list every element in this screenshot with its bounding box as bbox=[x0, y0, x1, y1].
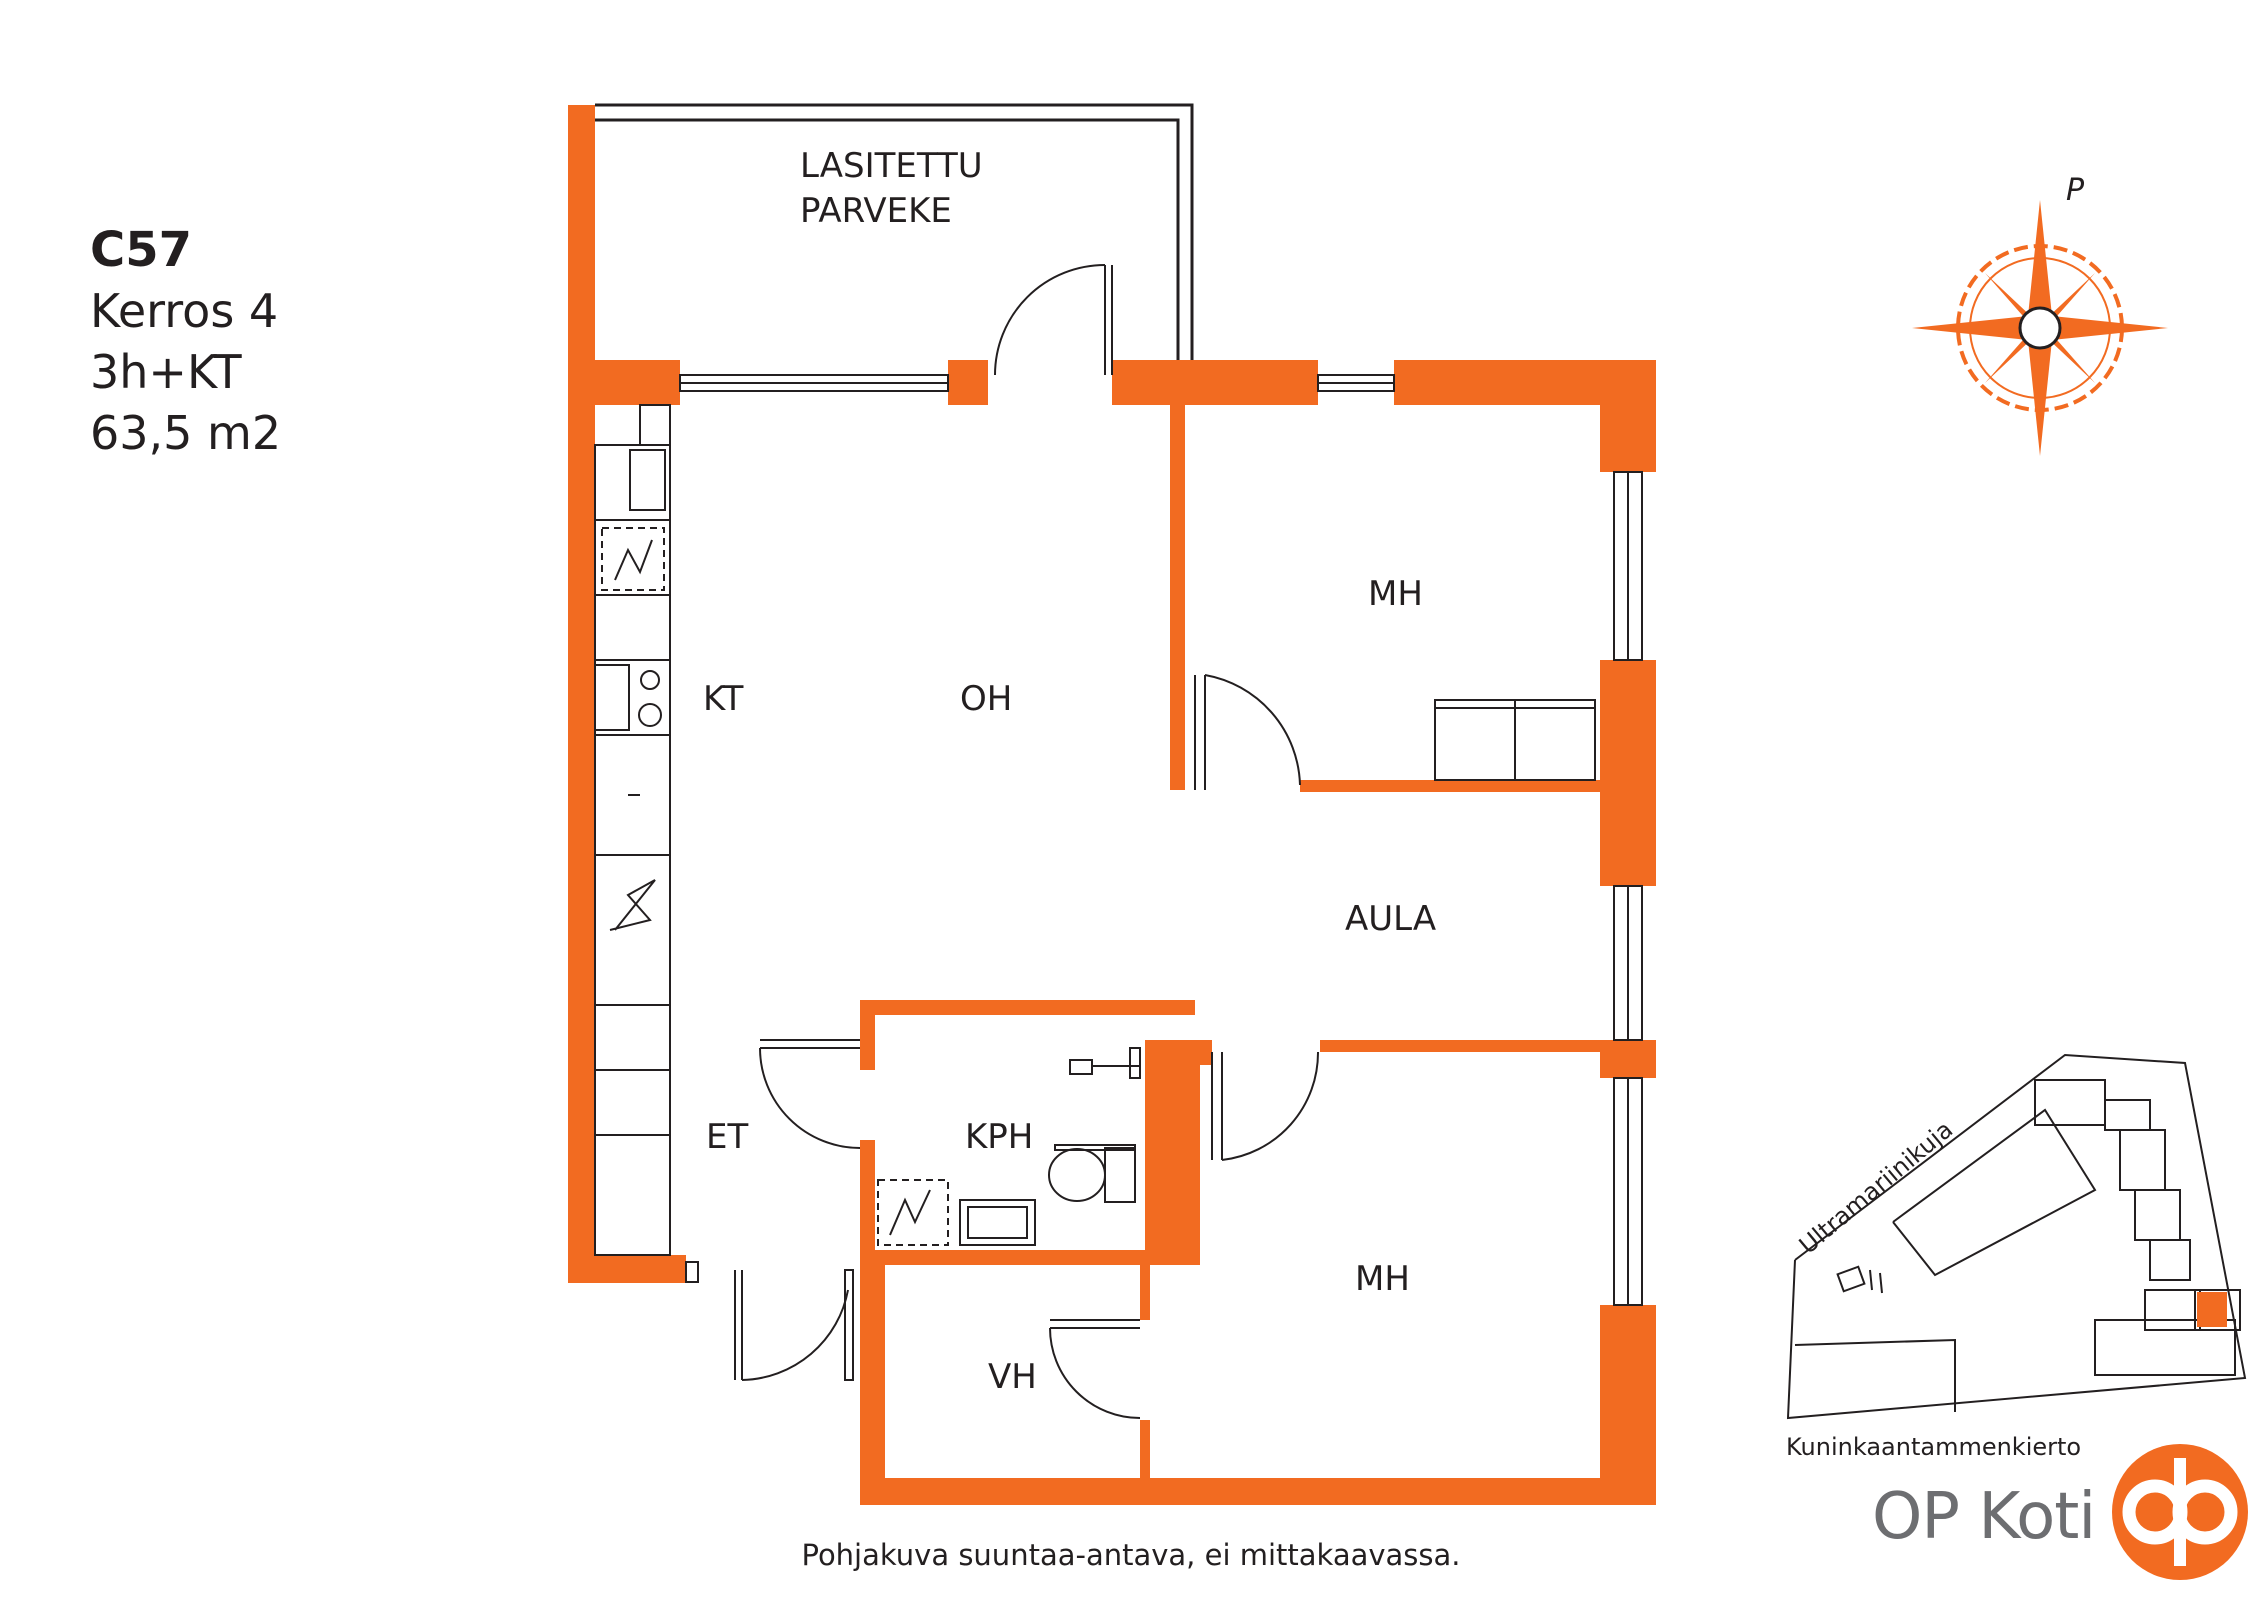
street-label-ultramariinikuja: Ultramariinikuja bbox=[1794, 1115, 1958, 1259]
bathroom-label: KPH bbox=[965, 1117, 1033, 1157]
bedroom-bottom-label: MH bbox=[1355, 1259, 1410, 1299]
bathroom-fixtures bbox=[877, 1047, 1141, 1246]
living-room-label: OH bbox=[960, 679, 1012, 719]
hall-label: AULA bbox=[1345, 899, 1436, 939]
op-logo-icon bbox=[2112, 1444, 2248, 1580]
bedroom-top-label: MH bbox=[1368, 574, 1423, 614]
entry-label: ET bbox=[706, 1117, 748, 1157]
street-label-kuninkaantammenkierto: Kuninkaantammenkierto bbox=[1786, 1433, 2081, 1461]
floor-label: Kerros 4 bbox=[90, 284, 279, 338]
disclaimer-text: Pohjakuva suuntaa-antava, ei mittakaavas… bbox=[801, 1538, 1461, 1572]
windows bbox=[679, 374, 1643, 1306]
kitchen-counter bbox=[594, 404, 671, 1256]
walls bbox=[568, 105, 1656, 1505]
kitchen-label: KT bbox=[703, 679, 744, 719]
brand-name: OP Koti bbox=[1872, 1480, 2096, 1554]
balcony-label-line2: PARVEKE bbox=[800, 191, 952, 231]
compass-icon bbox=[1912, 200, 2168, 456]
doors bbox=[685, 264, 1320, 1419]
balcony bbox=[595, 103, 1194, 360]
apartment-type: 3h+KT bbox=[90, 345, 242, 399]
balcony-label-line1: LASITETTU bbox=[800, 146, 983, 186]
unit-number: C57 bbox=[90, 222, 193, 278]
apartment-info: C57 Kerros 4 3h+KT 63,5 m2 bbox=[90, 220, 281, 464]
site-map-unit-highlight bbox=[2197, 1292, 2227, 1327]
compass-north-label: P bbox=[2066, 173, 2085, 208]
site-map bbox=[1786, 1053, 2247, 1420]
wardrobe bbox=[1434, 699, 1596, 781]
closet-label: VH bbox=[988, 1357, 1037, 1397]
apartment-area: 63,5 m2 bbox=[90, 406, 282, 460]
